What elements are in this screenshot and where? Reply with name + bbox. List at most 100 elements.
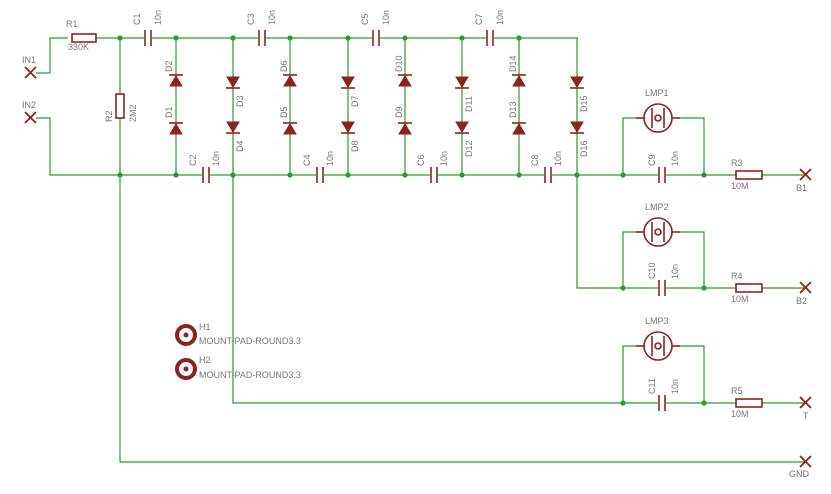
- capacitor-c8: C8 10n: [530, 151, 563, 183]
- component-label: 10n: [267, 10, 277, 25]
- component-label: 10M: [731, 409, 749, 419]
- terminal-gnd: GND: [789, 455, 812, 479]
- wires: [36, 37, 805, 463]
- component-label: D6: [279, 60, 289, 72]
- component-label: C7: [474, 13, 484, 25]
- component-label: C1: [132, 13, 142, 25]
- capacitor-c7: C7 10n: [474, 10, 505, 46]
- resistor-r4: R4 10M: [731, 271, 763, 304]
- component-label: B2: [796, 296, 807, 306]
- resistor-r3: R3 10M: [731, 158, 763, 191]
- terminal-in1: IN1: [22, 55, 37, 79]
- diode-d14: D14: [508, 55, 526, 87]
- component-label: D5: [279, 106, 289, 118]
- diode-d9: D9: [394, 106, 412, 135]
- component-label: 10n: [670, 379, 680, 394]
- component-label: LMP3: [645, 316, 669, 326]
- diode-d3: D3: [226, 76, 245, 107]
- component-label: IN1: [22, 55, 36, 65]
- component-label: 10n: [381, 10, 391, 25]
- diode-d12: D12: [455, 121, 474, 157]
- component-label: C9: [647, 154, 657, 166]
- resistor-r5: R5 10M: [731, 386, 763, 419]
- component-label: 330K: [68, 42, 89, 52]
- capacitor-c1: C1 10n: [132, 10, 163, 46]
- component-label: D13: [508, 101, 518, 118]
- component-label: D12: [464, 140, 474, 157]
- diode-d11: D11: [455, 76, 474, 112]
- component-label: R3: [731, 158, 743, 168]
- component-label: LMP1: [645, 88, 669, 98]
- capacitor-c4: C4 10n: [302, 151, 335, 183]
- component-label: R2: [104, 110, 114, 122]
- component-label: MOUNT-PAD-ROUND3.3: [199, 336, 301, 346]
- capacitor-c6: C6 10n: [416, 151, 449, 183]
- component-label: C11: [647, 378, 657, 394]
- lamp-lmp1: LMP1: [636, 88, 680, 133]
- component-label: R5: [731, 386, 743, 396]
- resistor-r2: R2 2M2: [104, 93, 138, 122]
- lamp-lmp3: LMP3: [636, 316, 680, 361]
- component-label: T: [803, 411, 809, 421]
- component-label: 10n: [553, 151, 563, 166]
- component-label: C6: [416, 154, 426, 166]
- component-label: LMP2: [645, 202, 669, 212]
- capacitor-c2: C2 10n: [188, 151, 221, 183]
- diode-d5: D5: [279, 106, 297, 135]
- component-label: D14: [508, 55, 518, 72]
- diode-d13: D13: [508, 101, 526, 135]
- diode-d4: D4: [226, 121, 245, 152]
- component-label: IN2: [22, 100, 36, 110]
- component-label: D15: [579, 95, 589, 112]
- component-label: R4: [731, 271, 743, 281]
- resistor-r1: R1 330K: [66, 19, 97, 52]
- diode-d7: D7: [341, 76, 360, 107]
- component-label: R1: [66, 19, 78, 29]
- component-label: C10: [647, 262, 657, 279]
- component-label: MOUNT-PAD-ROUND3.3: [199, 370, 301, 380]
- capacitor-c11: C11 10n: [647, 378, 680, 411]
- component-label: 10n: [495, 10, 505, 25]
- component-label: 2M2: [128, 104, 138, 122]
- component-label: D3: [235, 95, 245, 107]
- component-label: D1: [164, 106, 174, 118]
- component-label: 10n: [153, 10, 163, 25]
- component-label: 10n: [211, 151, 221, 166]
- component-label: C3: [246, 13, 256, 25]
- lamp-lmp2: LMP2: [636, 202, 680, 247]
- component-label: D16: [579, 140, 589, 157]
- terminal-in2: IN2: [22, 100, 37, 124]
- component-label: H1: [199, 322, 211, 332]
- capacitor-c5: C5 10n: [360, 10, 391, 46]
- component-label: C4: [302, 154, 312, 166]
- capacitor-c9: C9 10n: [647, 151, 680, 183]
- capacitor-c10: C10 10n: [647, 262, 680, 296]
- component-label: 10n: [439, 151, 449, 166]
- diode-d8: D8: [341, 121, 360, 152]
- terminal-t: T: [799, 396, 812, 421]
- capacitor-c3: C3 10n: [246, 10, 277, 46]
- component-label: 10n: [325, 151, 335, 166]
- diode-d16: D16: [570, 121, 589, 157]
- component-label: C2: [188, 154, 198, 166]
- diode-d1: D1: [164, 106, 183, 135]
- component-label: D10: [394, 55, 404, 72]
- component-label: GND: [789, 469, 810, 479]
- component-label: 10M: [731, 181, 749, 191]
- mount-pad-h2: H2 MOUNT-PAD-ROUND3.3: [175, 355, 301, 380]
- component-label: D2: [164, 60, 174, 72]
- terminal-b2: B2: [796, 281, 812, 306]
- diode-d10: D10: [394, 55, 412, 87]
- component-label: D7: [350, 95, 360, 107]
- component-label: D9: [394, 106, 404, 118]
- component-label: D11: [464, 96, 474, 112]
- component-label: B1: [796, 183, 807, 193]
- diode-d2: D2: [164, 60, 183, 87]
- component-label: C8: [530, 154, 540, 166]
- component-label: D8: [350, 140, 360, 152]
- component-label: H2: [199, 355, 211, 365]
- junctions: [117, 35, 707, 406]
- component-label: 10n: [670, 264, 680, 279]
- component-label: C5: [360, 13, 370, 25]
